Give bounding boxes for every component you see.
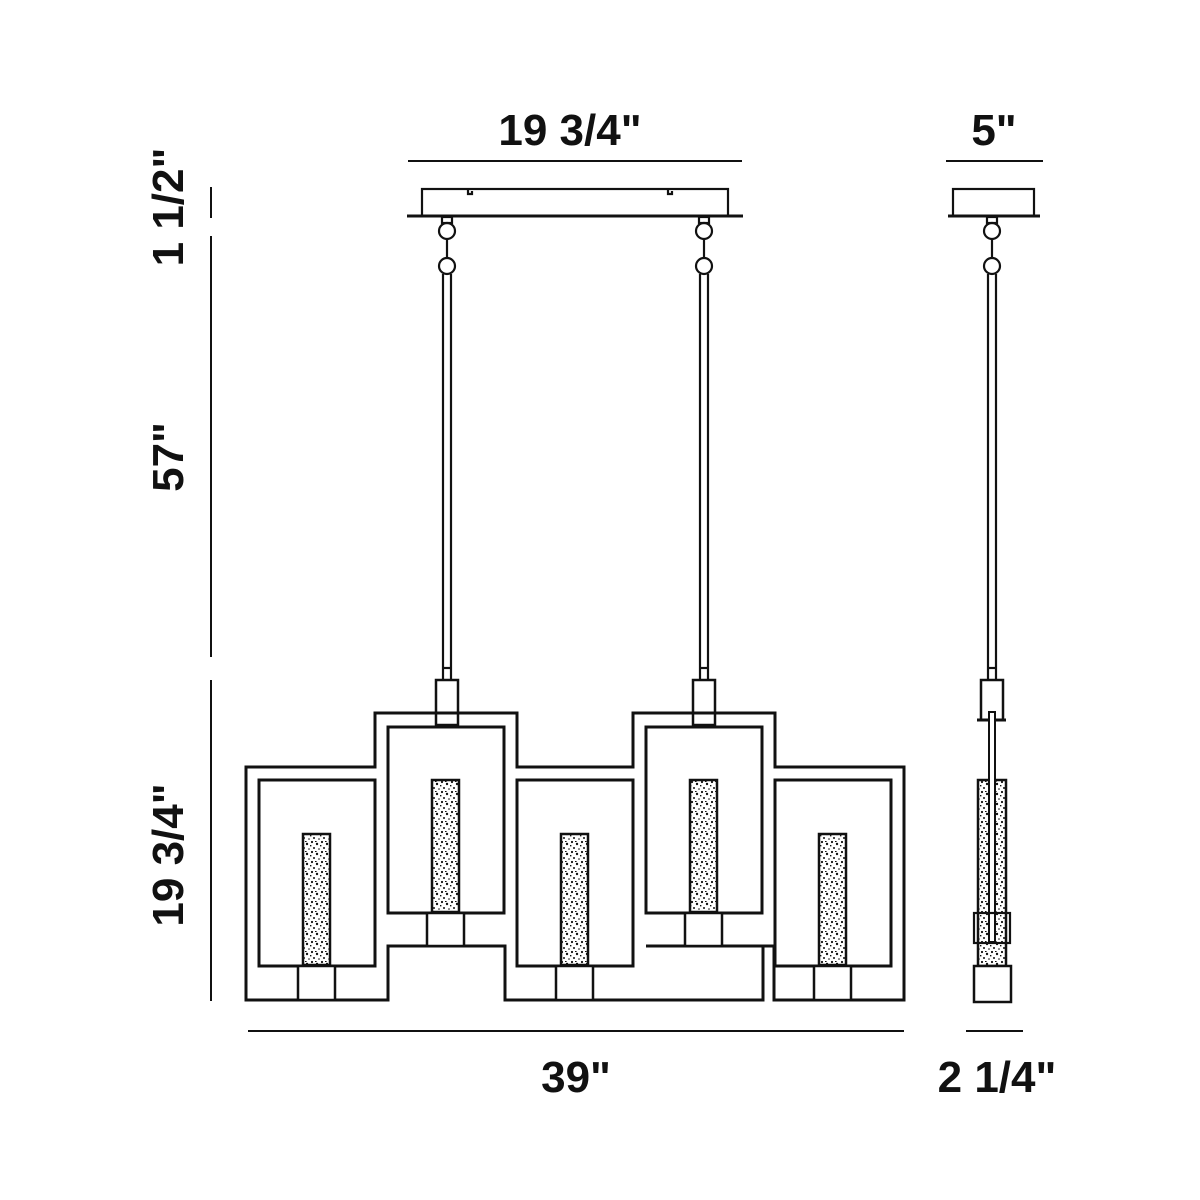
- dimension-canopy-width: 19 3/4": [408, 106, 742, 162]
- socket-side: [972, 964, 1013, 1004]
- socket: [812, 964, 853, 1002]
- light-1: [257, 778, 377, 1002]
- socket: [296, 964, 337, 1002]
- side-view: [948, 187, 1040, 1004]
- light-5: [773, 778, 893, 1002]
- fixture-width-label: 39": [541, 1053, 611, 1102]
- dimension-fixture-width: 39": [248, 1030, 904, 1102]
- canopy-side: [948, 187, 1040, 218]
- crystal-tube: [430, 778, 461, 914]
- fixture-height-label: 19 3/4": [144, 783, 193, 926]
- socket: [683, 911, 724, 948]
- crystal-tube: [301, 832, 332, 967]
- frame-edge-side: [988, 711, 996, 943]
- front-view: [244, 187, 906, 1002]
- canopy-height-label: 1 1/2": [144, 148, 193, 267]
- frame-outline: [244, 711, 906, 1002]
- light-3: [515, 778, 635, 1002]
- socket: [425, 911, 466, 948]
- socket: [554, 964, 595, 1002]
- light-4: [644, 725, 764, 948]
- fixture-depth-label: 2 1/4": [938, 1053, 1057, 1102]
- crystal-tube: [559, 832, 590, 967]
- crystal-tube: [817, 832, 848, 967]
- dimension-fixture-height: 19 3/4": [144, 680, 212, 1001]
- canopy: [407, 187, 743, 218]
- canopy-depth-label: 5": [971, 106, 1016, 155]
- dimension-canopy-depth: 5": [946, 106, 1043, 162]
- dimension-canopy-height: 1 1/2": [144, 148, 212, 267]
- dimension-fixture-depth: 2 1/4": [938, 1030, 1057, 1102]
- crystal-tube: [688, 778, 719, 914]
- rod-length-label: 57": [144, 422, 193, 492]
- suspension-rod-right: [691, 215, 717, 727]
- canopy-width-label: 19 3/4": [498, 106, 641, 155]
- light-2: [386, 725, 506, 948]
- dimension-rod-length: 57": [144, 236, 212, 657]
- suspension-rod-side: [977, 215, 1006, 722]
- side-fixture: [972, 711, 1013, 1004]
- suspension-rod-left: [434, 215, 460, 727]
